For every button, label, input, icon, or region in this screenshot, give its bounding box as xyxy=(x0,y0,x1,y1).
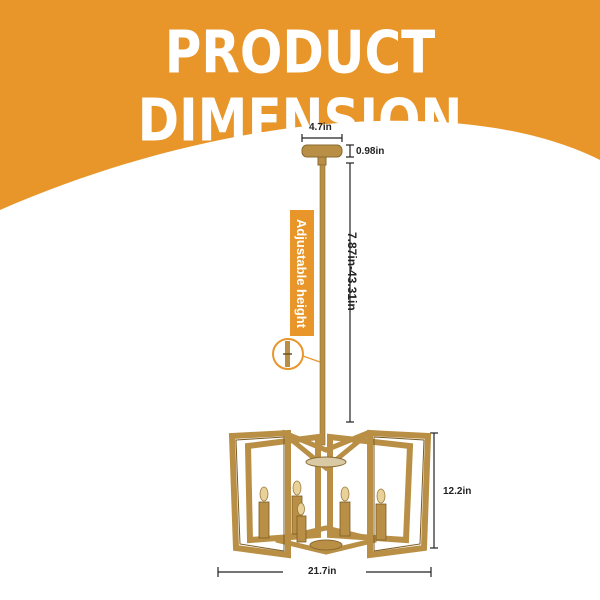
adjustable-height-label: Adjustable height xyxy=(294,218,310,328)
candle-5 xyxy=(375,488,387,541)
body-height-label: 12.2in xyxy=(443,486,472,497)
page-title: PRODUCT DIMENSION xyxy=(137,18,463,155)
canopy-width-label: 4.7in xyxy=(309,122,332,133)
body-width-label: 21.7in xyxy=(308,566,337,577)
candle-1 xyxy=(258,486,270,539)
center-hub xyxy=(305,456,347,468)
rod-length-label: 7.87in-43.31in xyxy=(345,232,359,311)
candle-4 xyxy=(339,486,351,537)
body-width-line xyxy=(217,567,432,577)
rod-joint-callout xyxy=(272,338,321,370)
canopy-height-line xyxy=(346,144,354,158)
canopy xyxy=(301,144,343,166)
candles xyxy=(258,480,387,543)
chandelier-body xyxy=(228,429,432,559)
body-height-line xyxy=(430,432,438,549)
canopy-width-line xyxy=(301,134,343,142)
rod xyxy=(319,164,326,446)
adjustable-height-badge: Adjustable height xyxy=(290,210,314,336)
canopy-height-label: 0.98in xyxy=(356,146,385,157)
rod-length-line xyxy=(346,162,354,423)
candle-3 xyxy=(296,502,307,543)
